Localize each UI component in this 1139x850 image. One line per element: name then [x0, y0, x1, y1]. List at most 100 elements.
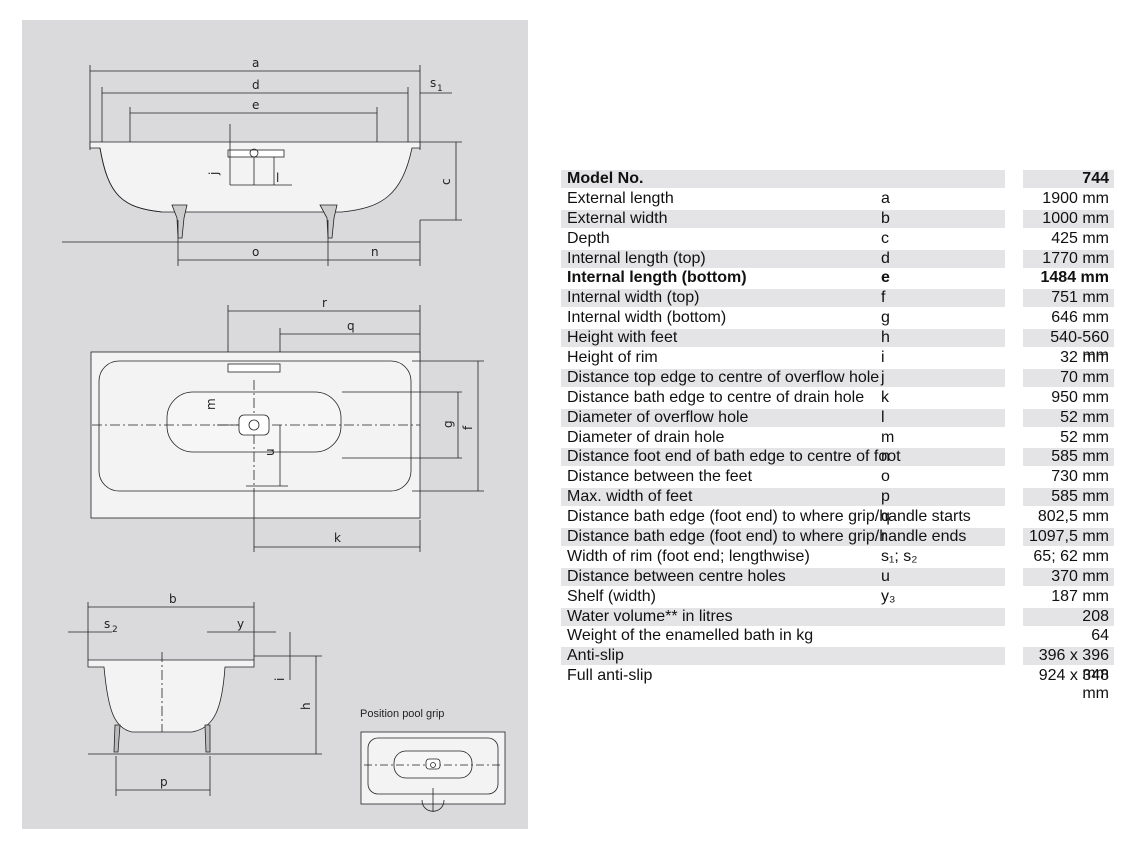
- row-value: 1000 mm: [1023, 209, 1114, 228]
- svg-text:b: b: [169, 592, 177, 606]
- svg-text:n: n: [371, 245, 379, 259]
- header-label: Model No.: [561, 170, 1005, 188]
- row-symbol: q: [881, 508, 890, 526]
- row-label: Distance top edge to centre of overflow …: [561, 368, 1005, 387]
- row-value: 1484 mm: [1040, 269, 1110, 287]
- svg-text:d: d: [252, 78, 260, 92]
- pool-grip-view: [360, 731, 506, 812]
- row-symbol: b: [881, 209, 890, 227]
- row-value: 585 mm: [1023, 488, 1114, 507]
- row-symbol: n: [881, 448, 890, 466]
- svg-text:e: e: [252, 98, 259, 112]
- row-label: Anti-slip: [561, 647, 1005, 666]
- row-symbol: u: [881, 567, 890, 585]
- svg-text:q: q: [347, 319, 355, 333]
- top-view: [90, 305, 484, 552]
- row-label: Height with feet: [561, 329, 1005, 348]
- row-value: 187 mm: [1051, 587, 1109, 605]
- svg-text:i: i: [273, 678, 287, 681]
- svg-text:g: g: [441, 420, 455, 428]
- row-value: 802,5 mm: [1037, 508, 1109, 526]
- row-label: External length: [567, 189, 674, 207]
- row-symbol: h: [881, 329, 890, 347]
- row-label: Shelf (width): [567, 587, 656, 605]
- svg-text:1: 1: [437, 84, 443, 94]
- row-value: 646 mm: [1051, 309, 1109, 327]
- row-label: Diameter of overflow hole: [561, 408, 1005, 427]
- row-value: 64: [1091, 627, 1109, 645]
- row-value: 540-560 mm: [1023, 329, 1114, 364]
- row-value: 65; 62 mm: [1033, 547, 1109, 565]
- svg-text:s: s: [104, 617, 110, 631]
- table-row: Distance bath edge (foot end) to where g…: [561, 508, 1114, 528]
- svg-text:2: 2: [112, 625, 118, 635]
- end-view: [68, 602, 322, 796]
- row-value: 70 mm: [1023, 368, 1114, 387]
- row-label: Distance bath edge to centre of drain ho…: [567, 388, 865, 406]
- svg-text:j: j: [207, 172, 221, 176]
- row-symbol: p: [881, 488, 890, 506]
- row-label: Depth: [567, 229, 610, 247]
- svg-text:k: k: [334, 531, 341, 545]
- row-symbol: j: [881, 368, 885, 386]
- row-value: 52 mm: [1060, 428, 1109, 446]
- row-label: Distance bath edge (foot end) to where g…: [561, 528, 1005, 547]
- row-label: Water volume** in litres: [561, 607, 1005, 626]
- svg-text:y: y: [237, 617, 244, 631]
- row-label: Diameter of drain hole: [567, 428, 725, 446]
- svg-text:h: h: [299, 702, 313, 710]
- row-symbol: k: [881, 388, 889, 406]
- svg-text:r: r: [322, 296, 327, 310]
- row-value: 585 mm: [1023, 448, 1114, 467]
- row-value: 370 mm: [1023, 567, 1114, 586]
- bathtub-drawings: a d s1 e j l c o n r q m g f u k b s2 y …: [62, 56, 506, 812]
- svg-text:p: p: [160, 775, 168, 789]
- row-label: Internal width (top): [561, 289, 1005, 308]
- row-value: 425 mm: [1051, 229, 1109, 247]
- table-row: Distance bath edge to centre of drain ho…: [561, 389, 1114, 409]
- row-value: 52 mm: [1023, 408, 1114, 427]
- row-value: 396 x 396 mm: [1023, 647, 1114, 682]
- row-symbol: f: [881, 289, 886, 307]
- row-label: External width: [561, 209, 1005, 228]
- row-value: 751 mm: [1023, 289, 1114, 308]
- row-value: 208: [1023, 607, 1114, 626]
- svg-text:m: m: [204, 398, 218, 410]
- table-row: Weight of the enamelled bath in kg 64: [561, 627, 1114, 647]
- row-symbol: i: [881, 349, 885, 367]
- row-symbol: o: [881, 468, 890, 486]
- table-row: Water volume** in litres 208: [561, 607, 1114, 628]
- row-label: Internal length (top): [561, 249, 1005, 268]
- row-symbol: l: [881, 408, 885, 426]
- row-label: Internal width (bottom): [567, 309, 727, 327]
- row-label: Weight of the enamelled bath in kg: [567, 627, 814, 645]
- row-symbol: d: [881, 249, 890, 267]
- row-value: 730 mm: [1051, 468, 1109, 486]
- row-value: 1900 mm: [1042, 189, 1109, 207]
- row-label: Max. width of feet: [561, 488, 1005, 507]
- table-row: Internal width (top)f 751 mm: [561, 289, 1114, 309]
- table-row: Internal length (top)d 1770 mm: [561, 249, 1114, 270]
- table-row: Distance foot end of bath edge to centre…: [561, 448, 1114, 468]
- row-label: Distance bath edge (foot end) to where g…: [567, 508, 971, 526]
- header-model-number: 744: [1023, 170, 1114, 188]
- row-value: 1770 mm: [1023, 249, 1114, 268]
- table-row: Width of rim (foot end; lengthwise)s₁; s…: [561, 548, 1114, 568]
- row-symbol: s₁; s₂: [881, 547, 918, 565]
- svg-text:a: a: [252, 56, 259, 70]
